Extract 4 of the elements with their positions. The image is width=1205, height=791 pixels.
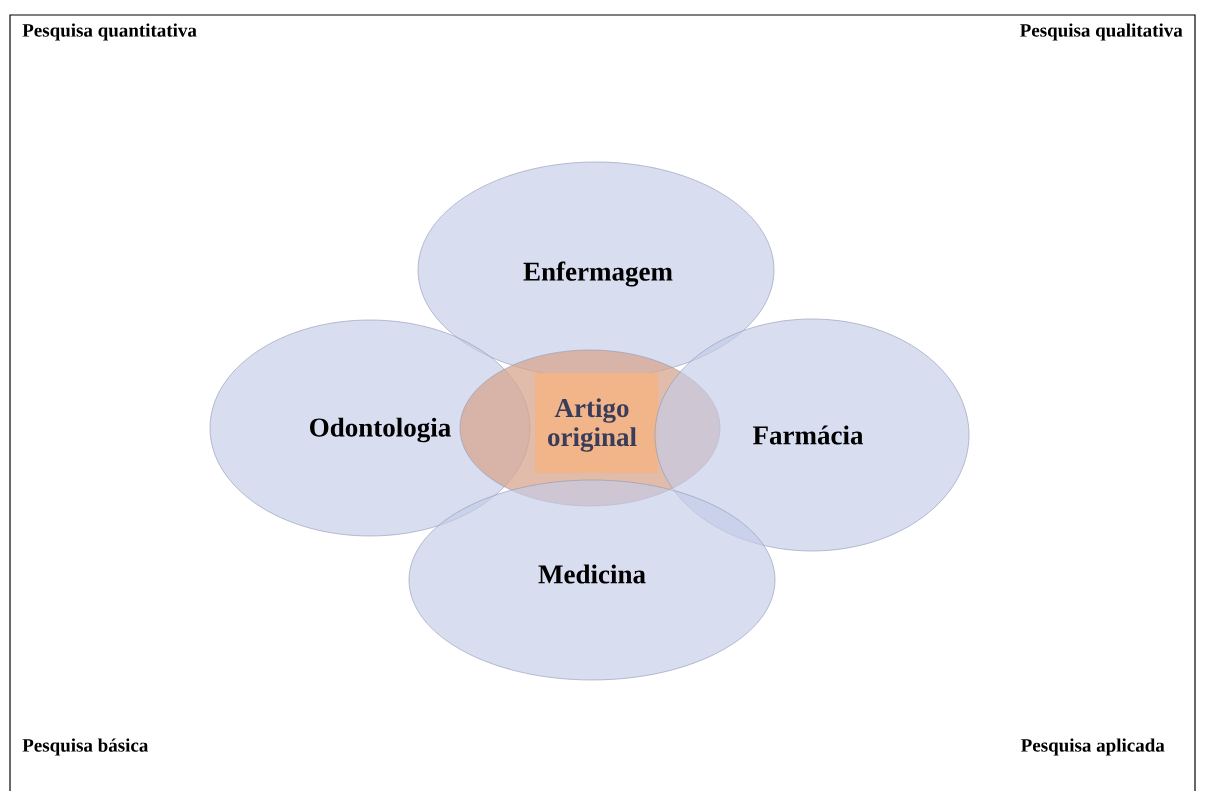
corner-label: Pesquisa qualitativa (1020, 23, 1183, 41)
corner-label: Pesquisa aplicada (1021, 738, 1165, 756)
corner-label: Pesquisa básica (22, 738, 149, 756)
corner-label: Pesquisa quantitativa (22, 23, 197, 41)
